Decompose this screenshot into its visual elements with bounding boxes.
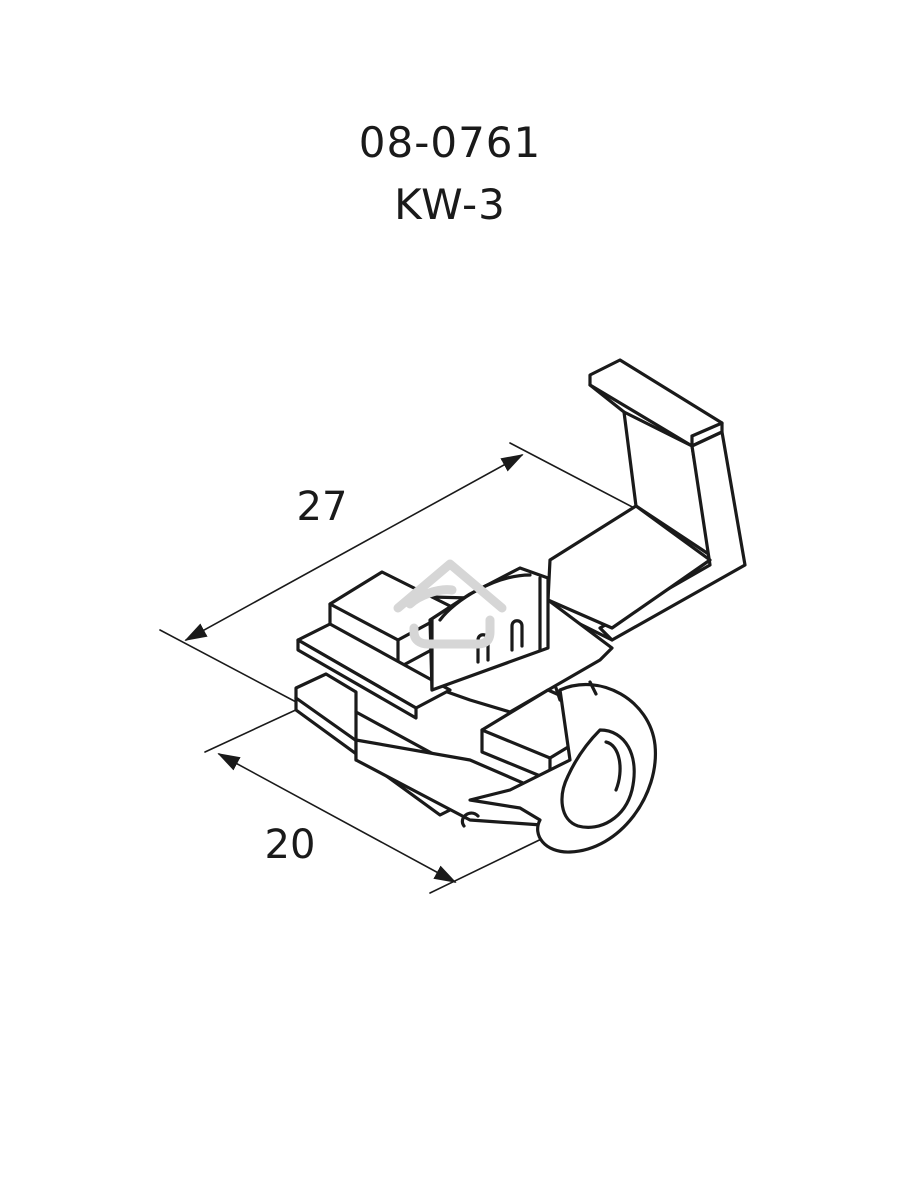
dimension-line-width — [217, 753, 457, 883]
extension-line-left — [159, 629, 299, 704]
part-code: 08-0761 — [358, 118, 542, 167]
title-block: 08-0761 KW-3 — [0, 112, 900, 236]
part-model: KW-3 — [394, 180, 506, 229]
dimension-label-length: 27 — [297, 484, 348, 530]
extension-line-top — [509, 442, 641, 512]
dimension-label-width: 20 — [265, 822, 316, 868]
house-outline-icon — [393, 559, 507, 649]
cable-sleeve — [468, 682, 657, 854]
dimension-length: 27 — [159, 442, 641, 704]
dimension-width: 20 — [204, 707, 561, 894]
extension-line-bottom-left — [204, 707, 301, 753]
blade-slot-right — [510, 619, 524, 652]
dimension-line-length — [184, 454, 524, 641]
sleeve-opening — [560, 728, 636, 829]
connector-body — [294, 358, 747, 854]
